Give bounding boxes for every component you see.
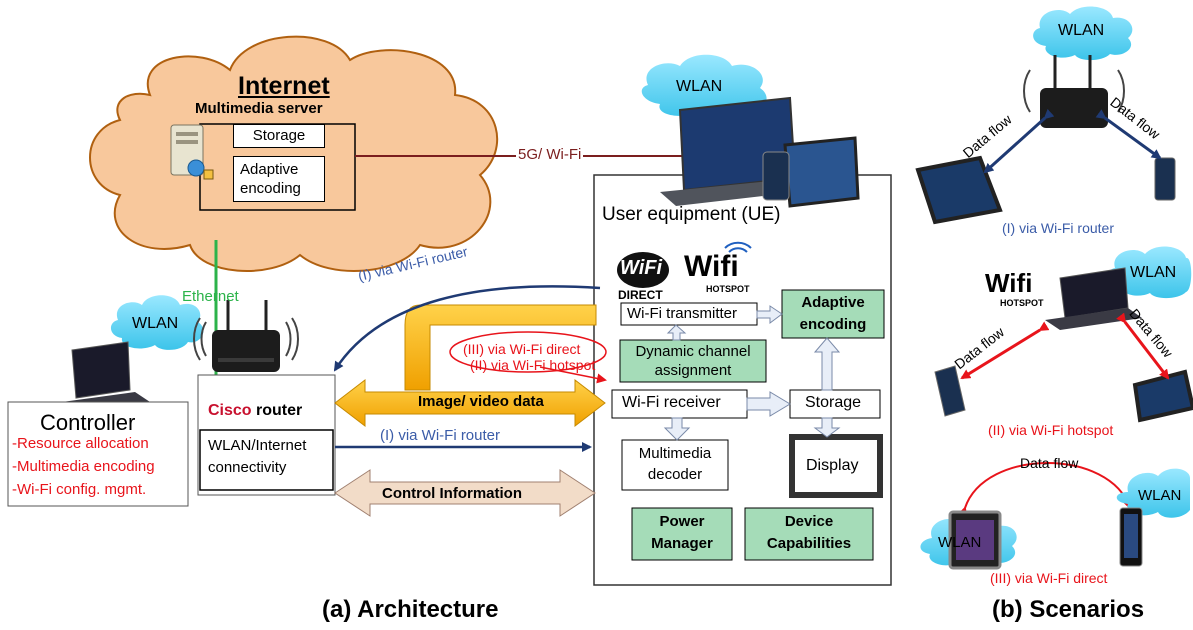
via-hotspot-label: (II) via Wi-Fi hotspot (470, 357, 596, 373)
s2-caption: (II) via Wi-Fi hotspot (988, 422, 1114, 438)
s1-tablet-icon (915, 155, 1003, 225)
server-encoding-label: Adaptive encoding (240, 161, 301, 197)
display-label: Display (806, 457, 859, 474)
link-5g-label: 5G/ Wi-Fi (516, 146, 584, 163)
wifi-direct-sub: DIRECT (618, 288, 663, 302)
wlan-cloud-left (110, 295, 204, 350)
wifi-direct-icon (617, 252, 669, 288)
s3-cloud-left-label: WLAN (938, 534, 982, 551)
s2-phone-icon (934, 365, 966, 417)
device-capabilities: Device Capabilities (745, 508, 873, 560)
power-manager: Power Manager (632, 508, 732, 560)
controller-frame (7, 401, 189, 507)
s3-tablet-icon (948, 510, 1002, 570)
image-video-label: Image/ video data (418, 393, 544, 410)
via-router-top-link (333, 285, 601, 372)
server-title: Multimedia server (195, 100, 323, 117)
server-storage-box: Storage (233, 124, 325, 148)
architecture-caption: (a) Architecture (322, 596, 499, 623)
s3-flow-arc (957, 462, 1133, 518)
image-video-arrow (334, 378, 606, 428)
s1-phone-icon (1154, 157, 1176, 201)
s3-cloud-right-label: WLAN (1138, 487, 1182, 504)
s2-flow-left (960, 321, 1050, 380)
wlan-left-label: WLAN (132, 315, 179, 332)
connectivity-text: WLAN/Internet connectivity (200, 433, 333, 489)
controller-title: Controller (40, 410, 136, 435)
via-direct-label: (III) via Wi-Fi direct (463, 341, 581, 357)
decoder-box (621, 439, 729, 491)
s3-flow-label: Data flow (1020, 455, 1079, 471)
controller-item-2: -Multimedia encoding (12, 458, 155, 475)
orange-data-path (404, 304, 597, 391)
s1-caption: (I) via Wi-Fi router (1002, 220, 1114, 236)
wifi-direct-hotspot-loop (449, 331, 607, 373)
ethernet-label: Ethernet (182, 288, 239, 305)
adaptive-encoding-ue: Adaptive encoding (782, 290, 884, 338)
hotspot-link (539, 366, 607, 384)
s1-cloud-label: WLAN (1058, 22, 1105, 39)
ue-title: User equipment (UE) (602, 204, 781, 225)
display-box (789, 434, 883, 498)
control-info-label: Control Information (382, 485, 522, 502)
server-storage-label: Storage (252, 127, 306, 144)
receiver-label: Wi-Fi receiver (622, 394, 721, 411)
decoder-label: Multimedia decoder (638, 445, 712, 483)
wifi-hotspot-sub: HOTSPOT (706, 284, 750, 294)
router-brand: Cisco (208, 402, 252, 419)
power-manager-box (631, 507, 733, 561)
s2-flow-right (1116, 312, 1170, 380)
s2-tablet-icon (1132, 369, 1193, 423)
wifi-direct-logo: WiFi (620, 257, 663, 279)
s1-wlan-cloud (1033, 6, 1133, 61)
router-icon (193, 300, 299, 372)
s1-flow-right (1095, 109, 1162, 160)
controller-item-3: -Wi-Fi config. mgmt. (12, 481, 147, 498)
scenarios-caption: (b) Scenarios (992, 596, 1145, 623)
s3-caption: (III) via Wi-Fi direct (990, 570, 1108, 586)
s2-logo: Wifi (985, 268, 1033, 298)
dynamic-channel-label: Dynamic channel assignment (635, 343, 751, 379)
s2-wlan-cloud (1108, 246, 1192, 299)
via-router-bottom-label: (I) via Wi-Fi router (380, 427, 500, 444)
s1-router-icon (1023, 55, 1125, 128)
controller-item-1: -Resource allocation (12, 435, 149, 452)
dynamic-channel: Dynamic channel assignment (620, 340, 766, 382)
s2-cloud-label: WLAN (1130, 264, 1177, 281)
connectivity-label: WLAN/Internet connectivity (208, 437, 307, 476)
internet-title: Internet (238, 72, 330, 100)
ue-devices-icon (660, 96, 860, 208)
storage-ue-label: Storage (805, 394, 862, 411)
server-encoding-box: Adaptive encoding (233, 156, 325, 202)
decoder: Multimedia decoder (622, 440, 728, 490)
wifi-hotspot-logo: Wifi (684, 250, 739, 283)
receiver-box (611, 389, 748, 419)
dynamic-channel-box (619, 339, 767, 383)
s3-phone-icon (1119, 507, 1143, 567)
internet-cloud (89, 35, 499, 272)
s2-logo-sub: HOTSPOT (1000, 298, 1044, 308)
adaptive-encoding-ue-label: Adaptive encoding (799, 294, 867, 333)
ue-internal-arrows (663, 305, 841, 441)
wlan-ue-label: WLAN (676, 78, 723, 95)
wifi-hotspot-icon (724, 241, 752, 253)
connectivity-frame (199, 429, 334, 491)
router-label: router (256, 402, 303, 419)
s3-wlan-cloud-right (1116, 468, 1190, 518)
transmitter-label: Wi-Fi transmitter (627, 305, 737, 322)
server-icon (170, 124, 214, 180)
device-capabilities-box (744, 507, 874, 561)
s1-flow-left (983, 108, 1055, 174)
control-info-arrow (334, 469, 596, 517)
router-title: Cisco router (208, 402, 302, 420)
device-capabilities-label: Device Capabilities (766, 513, 852, 552)
power-manager-label: Power Manager (651, 513, 713, 552)
storage-ue-box (789, 389, 881, 419)
